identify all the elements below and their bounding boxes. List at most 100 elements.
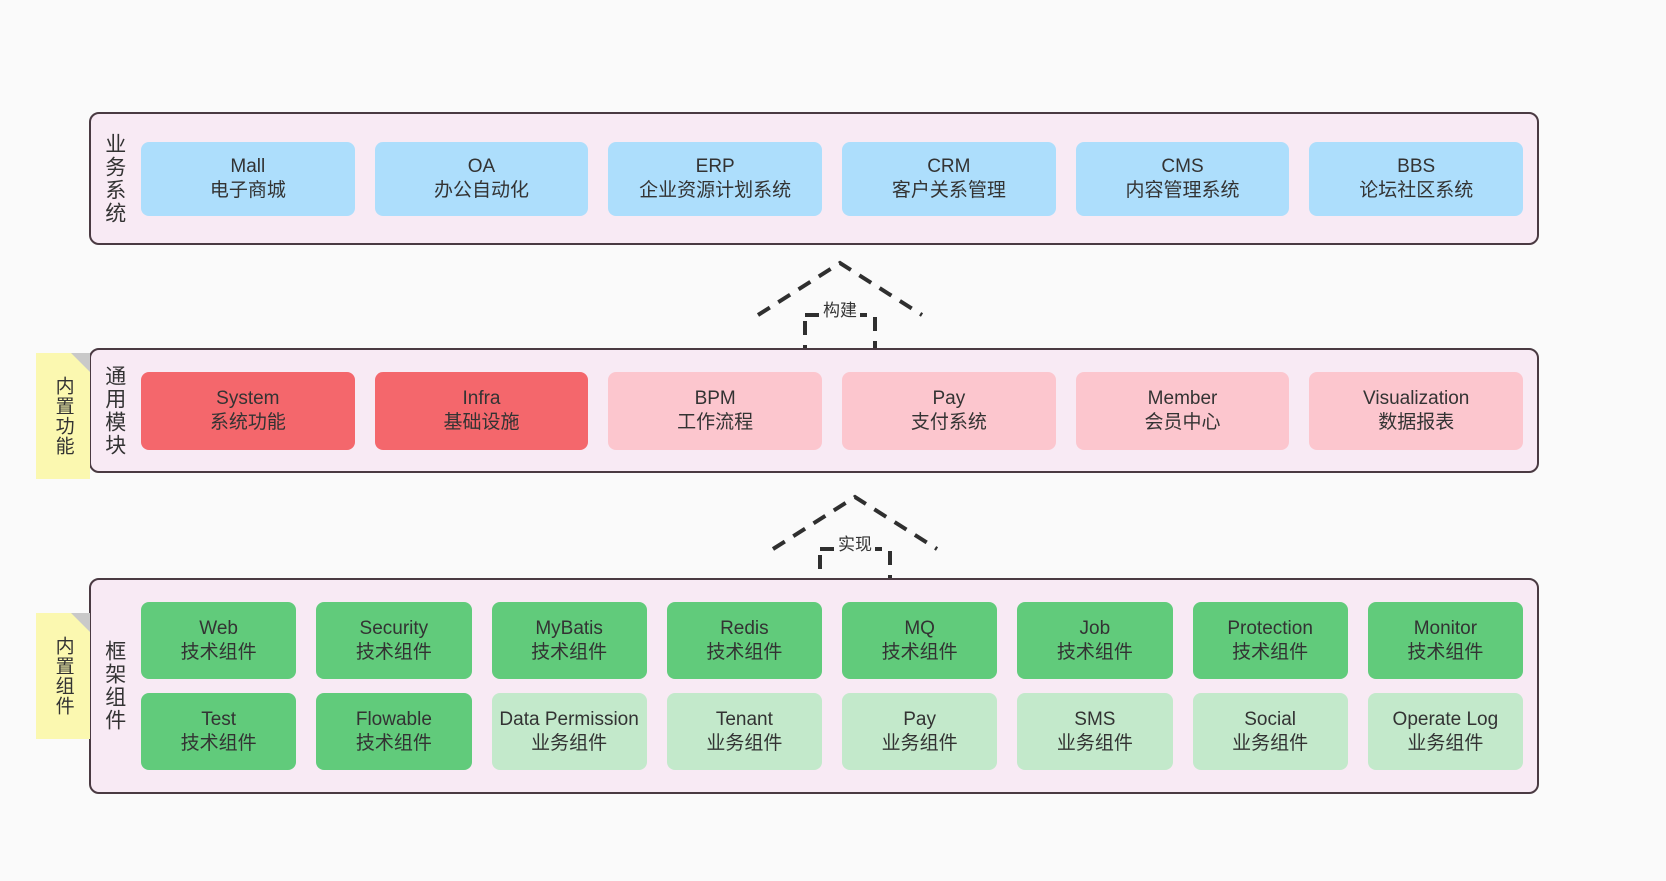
node-visualization[interactable]: Visualization 数据报表: [1309, 371, 1524, 450]
node-subtitle: 技术组件: [881, 641, 958, 663]
node-subtitle: 技术组件: [706, 641, 783, 663]
layer-row: System 系统功能 Infra 基础设施 BPM 工作流程 Pay 支付系统…: [141, 371, 1524, 450]
layer-common-modules: 通用模块 System 系统功能 Infra 基础设施 BPM 工作流程 Pay…: [89, 348, 1539, 473]
node-title: Member: [1147, 388, 1218, 410]
node-subtitle: 基础设施: [443, 411, 520, 433]
layer-label-business-systems: 业务系统: [102, 132, 126, 225]
note-builtin-components: 内置组件: [36, 613, 90, 739]
node-subtitle: 内容管理系统: [1125, 179, 1240, 201]
note-text: 内置功能: [52, 376, 74, 456]
node-redis[interactable]: Redis 技术组件: [666, 602, 822, 679]
node-flowable[interactable]: Flowable 技术组件: [316, 693, 472, 770]
folded-corner-icon: [71, 353, 90, 372]
connector-label: 实现: [835, 530, 875, 555]
node-title: Monitor: [1413, 618, 1478, 640]
node-protection[interactable]: Protection 技术组件: [1192, 602, 1348, 679]
node-subtitle: 业务组件: [1056, 732, 1133, 754]
node-mybatis[interactable]: MyBatis 技术组件: [491, 602, 647, 679]
node-security[interactable]: Security 技术组件: [316, 602, 472, 679]
node-subtitle: 技术组件: [531, 641, 608, 663]
node-cms[interactable]: CMS 内容管理系统: [1075, 141, 1290, 216]
node-title: CMS: [1161, 156, 1204, 178]
node-subtitle: 技术组件: [1056, 641, 1133, 663]
node-title: Data Permission: [499, 709, 639, 731]
node-job[interactable]: Job 技术组件: [1017, 602, 1173, 679]
layer-label-framework-components: 框架组件: [102, 640, 126, 732]
node-title: Visualization: [1363, 388, 1470, 410]
node-subtitle: 企业资源计划系统: [639, 179, 792, 201]
node-title: BBS: [1397, 156, 1436, 178]
node-title: MyBatis: [535, 618, 603, 640]
layer-body-business-systems: Mall 电子商城 OA 办公自动化 ERP 企业资源计划系统 CRM 客户关系…: [137, 114, 1537, 243]
node-title: Test: [201, 709, 237, 731]
node-pay-component[interactable]: Pay 业务组件: [842, 693, 998, 770]
node-subtitle: 会员中心: [1144, 411, 1221, 433]
node-title: CRM: [927, 156, 971, 178]
node-title: Flowable: [355, 709, 432, 731]
node-subtitle: 办公自动化: [434, 179, 530, 201]
node-title: MQ: [904, 618, 935, 640]
node-system[interactable]: System 系统功能: [141, 371, 355, 450]
node-subtitle: 技术组件: [180, 641, 257, 663]
node-bbs[interactable]: BBS 论坛社区系统: [1309, 141, 1524, 216]
node-erp[interactable]: ERP 企业资源计划系统: [608, 141, 823, 216]
node-bpm[interactable]: BPM 工作流程: [608, 371, 823, 450]
note-text: 内置组件: [52, 636, 74, 716]
layer-framework-components: 框架组件 Web 技术组件 Security 技术组件 MyBatis 技术组件…: [89, 578, 1539, 794]
node-subtitle: 技术组件: [180, 732, 257, 754]
node-subtitle: 系统功能: [209, 411, 286, 433]
node-operate-log[interactable]: Operate Log 业务组件: [1367, 693, 1523, 770]
node-mall[interactable]: Mall 电子商城: [141, 141, 355, 216]
node-title: Tenant: [715, 709, 773, 731]
folded-corner-icon: [71, 613, 90, 632]
node-subtitle: 技术组件: [355, 732, 432, 754]
node-crm[interactable]: CRM 客户关系管理: [842, 141, 1056, 216]
node-subtitle: 业务组件: [1407, 732, 1484, 754]
node-sms[interactable]: SMS 业务组件: [1017, 693, 1173, 770]
node-title: Infra: [462, 388, 501, 410]
layer-row: Web 技术组件 Security 技术组件 MyBatis 技术组件 Redi…: [141, 602, 1523, 679]
node-tenant[interactable]: Tenant 业务组件: [666, 693, 822, 770]
node-test[interactable]: Test 技术组件: [141, 693, 297, 770]
node-title: Web: [199, 618, 238, 640]
node-subtitle: 客户关系管理: [891, 179, 1006, 201]
layer-row: Test 技术组件 Flowable 技术组件 Data Permission …: [141, 693, 1523, 770]
node-mq[interactable]: MQ 技术组件: [842, 602, 998, 679]
layer-business-systems: 业务系统 Mall 电子商城 OA 办公自动化 ERP 企业资源计划系统 CRM…: [89, 112, 1539, 245]
connector-realize: 实现: [765, 489, 945, 587]
node-member[interactable]: Member 会员中心: [1075, 371, 1290, 450]
layer-label-common-modules: 通用模块: [102, 364, 126, 457]
node-pay-module[interactable]: Pay 支付系统: [842, 371, 1056, 450]
node-subtitle: 论坛社区系统: [1359, 179, 1474, 201]
note-builtin-functions: 内置功能: [36, 353, 90, 479]
node-title: Pay: [903, 709, 936, 731]
node-subtitle: 工作流程: [677, 411, 754, 433]
node-social[interactable]: Social 业务组件: [1192, 693, 1348, 770]
layer-row: Mall 电子商城 OA 办公自动化 ERP 企业资源计划系统 CRM 客户关系…: [141, 141, 1524, 216]
node-subtitle: 技术组件: [1232, 641, 1309, 663]
node-title: Job: [1079, 618, 1111, 640]
layer-body-framework-components: Web 技术组件 Security 技术组件 MyBatis 技术组件 Redi…: [137, 580, 1537, 792]
node-title: ERP: [695, 156, 735, 178]
node-subtitle: 业务组件: [1232, 732, 1309, 754]
node-subtitle: 电子商城: [209, 179, 286, 201]
node-subtitle: 业务组件: [881, 732, 958, 754]
node-data-permission[interactable]: Data Permission 业务组件: [491, 693, 647, 770]
node-title: Security: [359, 618, 429, 640]
node-title: BPM: [694, 388, 736, 410]
node-subtitle: 业务组件: [706, 732, 783, 754]
node-oa[interactable]: OA 办公自动化: [374, 141, 589, 216]
node-title: Pay: [932, 388, 966, 410]
node-subtitle: 数据报表: [1378, 411, 1455, 433]
connector-label: 构建: [820, 296, 860, 321]
layer-body-common-modules: System 系统功能 Infra 基础设施 BPM 工作流程 Pay 支付系统…: [137, 350, 1537, 471]
node-subtitle: 业务组件: [531, 732, 608, 754]
node-title: OA: [467, 156, 496, 178]
node-web[interactable]: Web 技术组件: [141, 602, 297, 679]
node-monitor[interactable]: Monitor 技术组件: [1367, 602, 1523, 679]
node-infra[interactable]: Infra 基础设施: [374, 371, 589, 450]
node-title: Operate Log: [1392, 709, 1499, 731]
node-title: Social: [1244, 709, 1296, 731]
node-title: Mall: [230, 156, 266, 178]
